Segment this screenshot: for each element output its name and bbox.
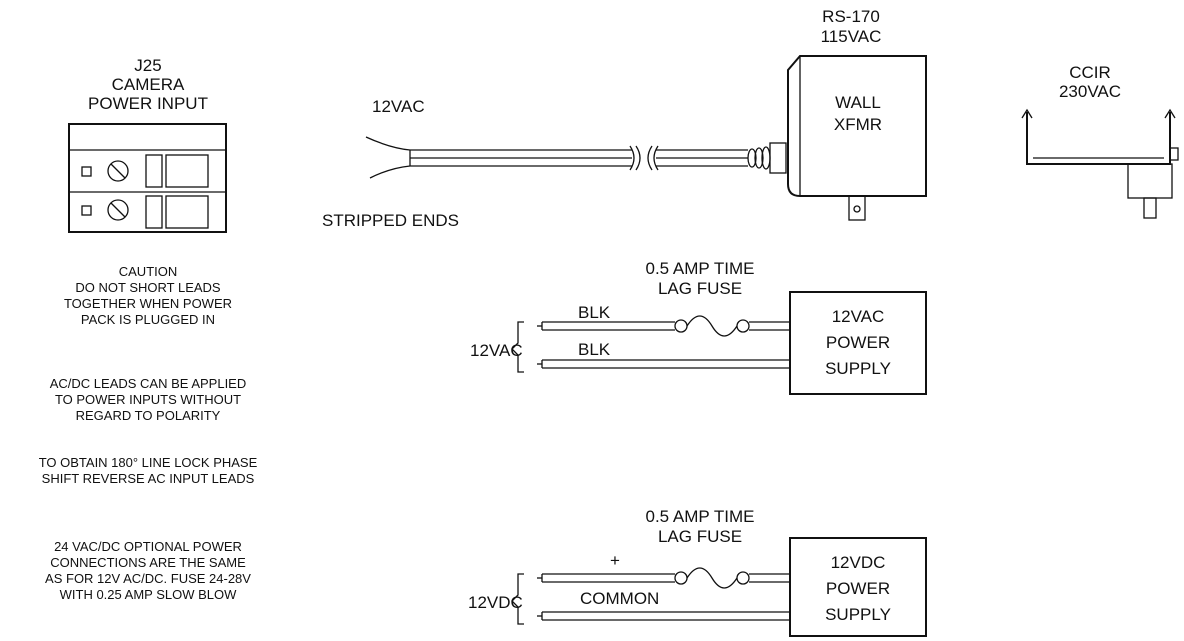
ccir-plug-adapter: [1021, 108, 1179, 219]
dc-box-line-2: POWER: [826, 579, 890, 598]
115vac-label: 115VAC: [821, 27, 882, 46]
phase-line-2: SHIFT REVERSE AC INPUT LEADS: [42, 471, 255, 486]
dc-box-line-3: SUPPLY: [825, 605, 891, 624]
terminal-screw-icon: [107, 199, 129, 221]
stripped-ends-label: STRIPPED ENDS: [322, 211, 459, 230]
rs170-label: RS-170: [822, 7, 880, 26]
ac-box-line-1: 12VAC: [832, 307, 885, 326]
optional-line-3: AS FOR 12V AC/DC. FUSE 24-28V: [45, 571, 251, 586]
ac-power-supply-box: 12VAC POWER SUPPLY: [789, 291, 927, 395]
phase-note: TO OBTAIN 180° LINE LOCK PHASE SHIFT REV…: [39, 455, 258, 486]
ac-input-label: 12VAC: [470, 341, 523, 360]
ac-wire-top-label: BLK: [578, 303, 611, 322]
xfmr-line-1: WALL: [835, 93, 881, 112]
optional-power-note: 24 VAC/DC OPTIONAL POWER CONNECTIONS ARE…: [45, 539, 251, 602]
terminal-pin-icon: [81, 205, 92, 216]
ac-wiring: [537, 321, 790, 369]
terminal-screw-icon: [107, 160, 129, 182]
terminal-block: [68, 123, 227, 233]
dc-power-supply-box: 12VDC POWER SUPPLY: [789, 537, 927, 637]
terminal-title-line-2: CAMERA: [112, 75, 185, 94]
dc-input-label: 12VDC: [468, 593, 523, 612]
dc-wire-top-label: +: [610, 551, 620, 570]
ac-box-line-3: SUPPLY: [825, 359, 891, 378]
terminal-block-title: J25 CAMERA POWER INPUT: [88, 56, 208, 113]
ac-fuse-icon: [674, 315, 750, 337]
caution-line-2: DO NOT SHORT LEADS: [75, 280, 221, 295]
phase-line-1: TO OBTAIN 180° LINE LOCK PHASE: [39, 455, 258, 470]
dc-fuse-line-2: LAG FUSE: [658, 527, 742, 546]
ac-wire-bottom-label: BLK: [578, 340, 611, 359]
polarity-line-2: TO POWER INPUTS WITHOUT: [55, 392, 241, 407]
caution-line-4: PACK IS PLUGGED IN: [81, 312, 215, 327]
caution-line-1: CAUTION: [119, 264, 178, 279]
ccir-label: CCIR: [1069, 63, 1111, 82]
ac-fuse-line-2: LAG FUSE: [658, 279, 742, 298]
dc-wire-bottom-label: COMMON: [580, 589, 659, 608]
dc-input-bracket: [511, 573, 524, 625]
cable-voltage-label: 12VAC: [372, 97, 425, 116]
caution-note: CAUTION DO NOT SHORT LEADS TOGETHER WHEN…: [64, 264, 232, 327]
polarity-line-1: AC/DC LEADS CAN BE APPLIED: [50, 376, 247, 391]
dc-wiring: [537, 573, 790, 621]
dc-fuse-line-1: 0.5 AMP TIME: [646, 507, 755, 526]
dc-box-line-1: 12VDC: [831, 553, 886, 572]
cable-stripped-ends: [365, 136, 787, 179]
terminal-title-line-1: J25: [134, 56, 161, 75]
caution-line-3: TOGETHER WHEN POWER: [64, 296, 232, 311]
polarity-note: AC/DC LEADS CAN BE APPLIED TO POWER INPU…: [50, 376, 247, 423]
ac-box-line-2: POWER: [826, 333, 890, 352]
xfmr-line-2: XFMR: [834, 115, 882, 134]
optional-line-2: CONNECTIONS ARE THE SAME: [50, 555, 246, 570]
dc-fuse-icon: [674, 567, 750, 589]
optional-line-4: WITH 0.25 AMP SLOW BLOW: [60, 587, 237, 602]
polarity-line-3: REGARD TO POLARITY: [76, 408, 221, 423]
optional-line-1: 24 VAC/DC OPTIONAL POWER: [54, 539, 242, 554]
terminal-pin-icon: [81, 166, 92, 177]
230vac-label: 230VAC: [1059, 82, 1121, 101]
terminal-title-line-3: POWER INPUT: [88, 94, 208, 113]
ac-fuse-line-1: 0.5 AMP TIME: [646, 259, 755, 278]
ac-input-bracket: [511, 321, 524, 373]
wall-transformer: WALL XFMR: [787, 55, 927, 221]
